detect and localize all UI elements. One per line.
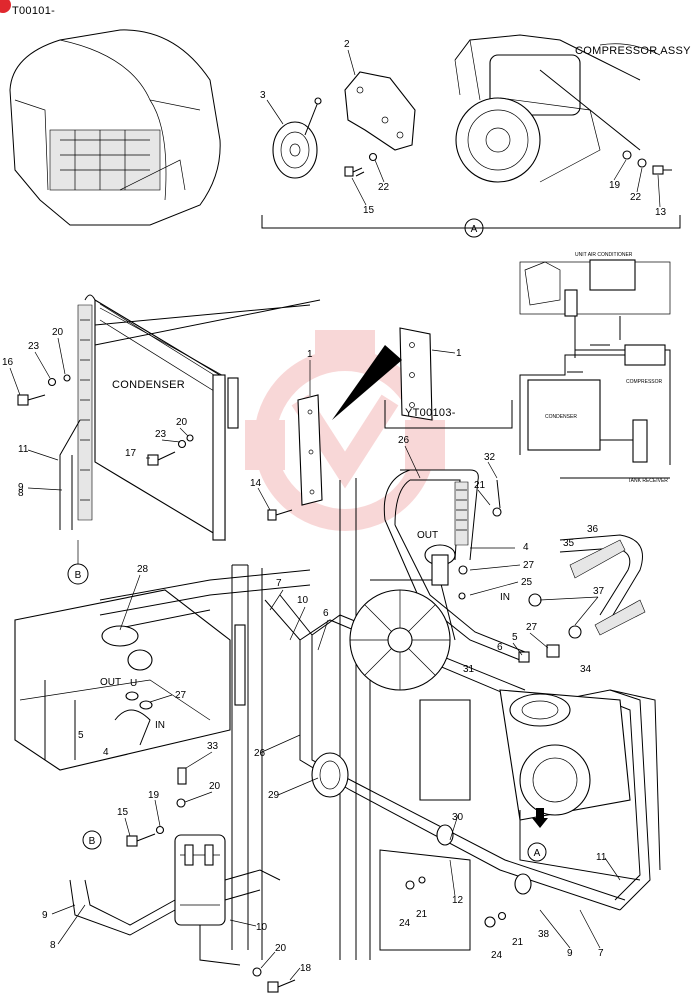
flow-in-top: IN bbox=[500, 592, 510, 603]
callout-35: 35 bbox=[563, 538, 575, 549]
callout-29: 29 bbox=[268, 790, 280, 801]
evaporator-unit: 28 OUT U 27 IN 5 4 bbox=[14, 564, 311, 771]
callout-24: 24 bbox=[399, 918, 411, 929]
callout-26b: 26 bbox=[254, 748, 266, 759]
callout-31: 31 bbox=[463, 664, 475, 675]
callout-15b: 15 bbox=[117, 807, 129, 818]
condenser-label: CONDENSER bbox=[112, 379, 185, 391]
callout-26: 26 bbox=[398, 435, 410, 446]
callout-23b: 23 bbox=[155, 429, 167, 440]
compressor-installed: A bbox=[499, 689, 641, 881]
callout-3: 3 bbox=[260, 90, 266, 101]
callout-38: 38 bbox=[538, 929, 550, 940]
callout-16: 16 bbox=[2, 357, 14, 368]
flow-in-left: IN bbox=[155, 720, 165, 731]
callout-4b: 4 bbox=[523, 542, 529, 553]
receiver-hoses: 26 32 21 OUT 4 27 25 IN 35 36 37 27 5 6 … bbox=[398, 435, 646, 675]
compressor-assembly-detail: A COMPRESSOR ASSY 2 3 15 22 19 22 13 bbox=[260, 34, 691, 238]
lower-callouts: 7 10 6 26 29 30 12 24 21 24 21 38 9 7 11 bbox=[254, 578, 621, 961]
callout-5: 5 bbox=[78, 730, 84, 741]
callout-20c: 20 bbox=[209, 781, 221, 792]
callout-27c: 27 bbox=[526, 622, 538, 633]
callout-9: 9 bbox=[18, 482, 24, 493]
callout-10: 10 bbox=[297, 595, 309, 606]
schematic-tank-label: TANK RECEIVER bbox=[628, 478, 668, 484]
callout-27b: 27 bbox=[523, 560, 535, 571]
callout-4: 4 bbox=[103, 747, 109, 758]
callout-34: 34 bbox=[580, 664, 592, 675]
callout-7: 7 bbox=[276, 578, 282, 589]
watermark-logo bbox=[245, 330, 445, 531]
callout-22: 22 bbox=[378, 182, 390, 193]
callout-36: 36 bbox=[587, 524, 599, 535]
compressor-assy-label: COMPRESSOR ASSY bbox=[575, 45, 691, 57]
callout-11b: 11 bbox=[596, 852, 607, 863]
callout-17: 17 bbox=[125, 448, 137, 459]
callout-20: 20 bbox=[52, 327, 64, 338]
callout-2: 2 bbox=[344, 39, 350, 50]
callout-23: 23 bbox=[28, 341, 40, 352]
frame-bracket: 1 bbox=[231, 349, 371, 960]
callout-10b: 10 bbox=[256, 922, 268, 933]
callout-21c: 21 bbox=[512, 937, 524, 948]
schematic-condenser-label: CONDENSER bbox=[545, 414, 577, 420]
detail-code-label: YT00103- bbox=[405, 407, 456, 419]
callout-21: 21 bbox=[474, 480, 486, 491]
callout-33: 33 bbox=[207, 741, 219, 752]
plate-detail: YT00103- 1 bbox=[332, 327, 513, 429]
cab-overview-illustration bbox=[9, 29, 221, 226]
schematic-compressor-label: COMPRESSOR bbox=[626, 379, 663, 385]
callout-18: 18 bbox=[300, 963, 312, 974]
callout-15: 15 bbox=[363, 205, 375, 216]
callout-8b: 8 bbox=[50, 940, 56, 951]
ref-a-top: A bbox=[471, 224, 478, 235]
callout-11: 11 bbox=[18, 444, 29, 455]
callout-8: 8 bbox=[18, 488, 24, 499]
ac-schematic: UNIT AIR CONDITIONER COMPRESSOR CONDENSE… bbox=[519, 252, 671, 484]
header: T00101- bbox=[0, 0, 55, 17]
pipe-runs bbox=[264, 469, 661, 911]
receiver-drier: B 33 20 19 15 9 8 10 20 18 bbox=[42, 741, 312, 993]
callout-9c: 9 bbox=[42, 910, 48, 921]
engine-fan bbox=[349, 579, 471, 951]
callout-9b: 9 bbox=[567, 948, 573, 959]
callout-22b: 22 bbox=[630, 192, 642, 203]
callout-14: 14 bbox=[250, 478, 262, 489]
callout-20b: 20 bbox=[176, 417, 188, 428]
ref-a-bottom: A bbox=[534, 848, 541, 859]
flow-out-top: OUT bbox=[417, 530, 438, 541]
callout-1b: 1 bbox=[456, 348, 462, 359]
callout-5b: 5 bbox=[512, 632, 518, 643]
callout-6: 6 bbox=[497, 642, 503, 653]
flow-u-marker: U bbox=[130, 678, 137, 689]
callout-7b: 7 bbox=[598, 948, 604, 959]
ref-b-left: B bbox=[75, 570, 82, 581]
callout-27: 27 bbox=[175, 690, 187, 701]
header-code: T00101- bbox=[12, 5, 55, 17]
condenser-unit: CONDENSER B 16 23 20 11 9 8 17 23 20 14 bbox=[2, 294, 321, 585]
flow-out-left: OUT bbox=[100, 677, 121, 688]
callout-20d: 20 bbox=[275, 943, 287, 954]
callout-1: 1 bbox=[307, 349, 313, 360]
callout-21b: 21 bbox=[416, 909, 428, 920]
schematic-unit-label: UNIT AIR CONDITIONER bbox=[575, 252, 633, 258]
callout-30: 30 bbox=[452, 812, 464, 823]
ref-b-bottom: B bbox=[89, 836, 96, 847]
callout-6b: 6 bbox=[323, 608, 329, 619]
callout-13: 13 bbox=[655, 207, 667, 218]
callout-32: 32 bbox=[484, 452, 496, 463]
callout-19b: 19 bbox=[148, 790, 160, 801]
corner-badge bbox=[0, 0, 11, 13]
callout-25: 25 bbox=[521, 577, 533, 588]
callout-24b: 24 bbox=[491, 950, 503, 961]
callout-19: 19 bbox=[609, 180, 621, 191]
callout-28: 28 bbox=[137, 564, 149, 575]
callout-37: 37 bbox=[593, 586, 605, 597]
callout-12: 12 bbox=[452, 895, 464, 906]
